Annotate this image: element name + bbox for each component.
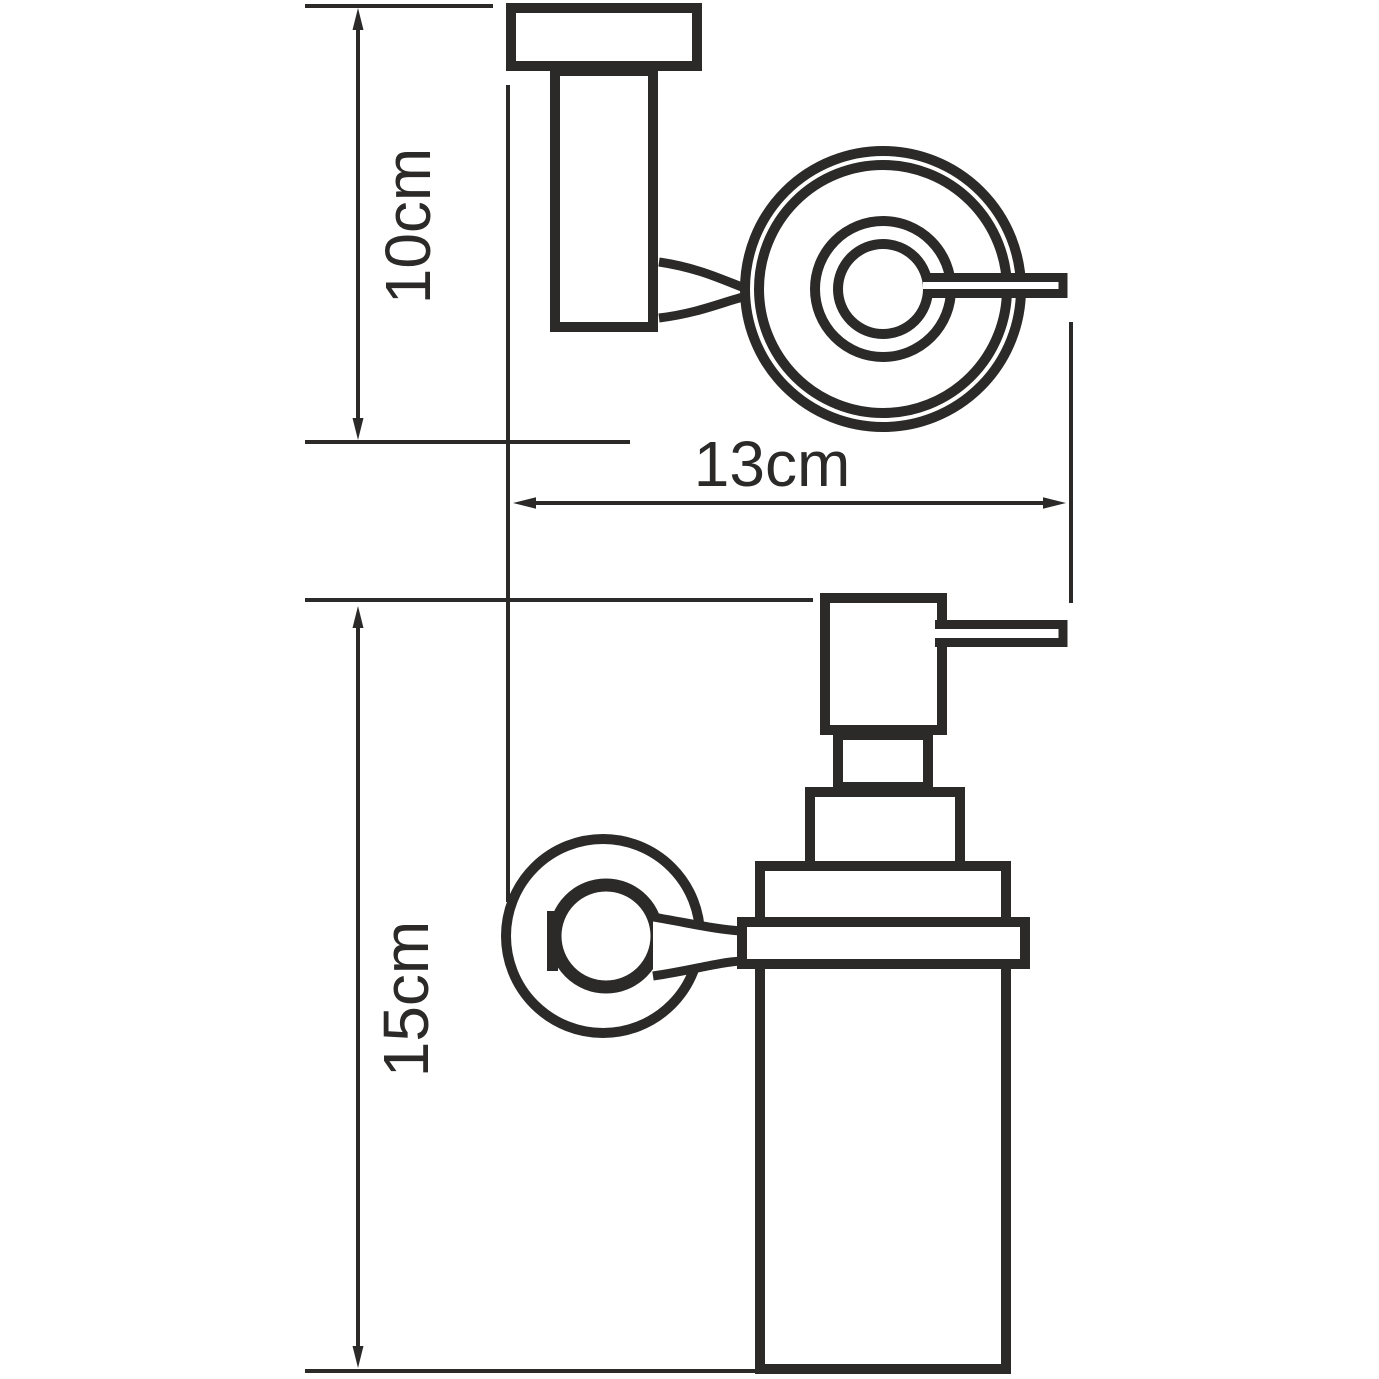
side-view-spout — [935, 620, 1068, 647]
top-view-wall-plate — [506, 3, 702, 71]
dim-10cm-arrowhead-up — [352, 8, 364, 30]
dim-15cm-label: 15cm — [370, 921, 442, 1078]
dim-10cm-label: 10cm — [372, 148, 444, 305]
side-view-drawing — [501, 593, 1068, 1374]
side-view-arm-top-edge — [652, 912, 742, 936]
dim-15cm-arrowhead-down — [352, 1346, 364, 1368]
dimension-13cm: 13cm — [506, 85, 1073, 902]
side-view-bottle — [755, 959, 1011, 1374]
top-view-mount-post — [550, 66, 658, 332]
top-view-arm-body — [660, 262, 746, 318]
side-view-arm-bottom-edge — [652, 956, 742, 981]
side-view-collar-step1 — [805, 787, 965, 876]
top-view-drawing — [506, 3, 1068, 432]
dim-13cm-arrowhead-right — [1043, 497, 1066, 509]
side-view-pump-head — [820, 593, 947, 735]
side-view-ring-clamp — [547, 911, 558, 971]
dim-15cm-arrowhead-up — [352, 606, 364, 628]
side-view-pump-neck — [833, 730, 933, 792]
side-view-collar-step2 — [755, 861, 1011, 927]
top-view-spout-bar — [923, 273, 1068, 298]
dim-13cm-arrowhead-left — [513, 497, 536, 509]
side-view-holder-band — [737, 917, 1030, 969]
dimension-10cm: 10cm — [305, 4, 630, 444]
dimension-15cm: 15cm — [305, 598, 813, 1373]
dim-13cm-label: 13cm — [694, 428, 851, 500]
dim-10cm-arrowhead-down — [352, 418, 364, 440]
